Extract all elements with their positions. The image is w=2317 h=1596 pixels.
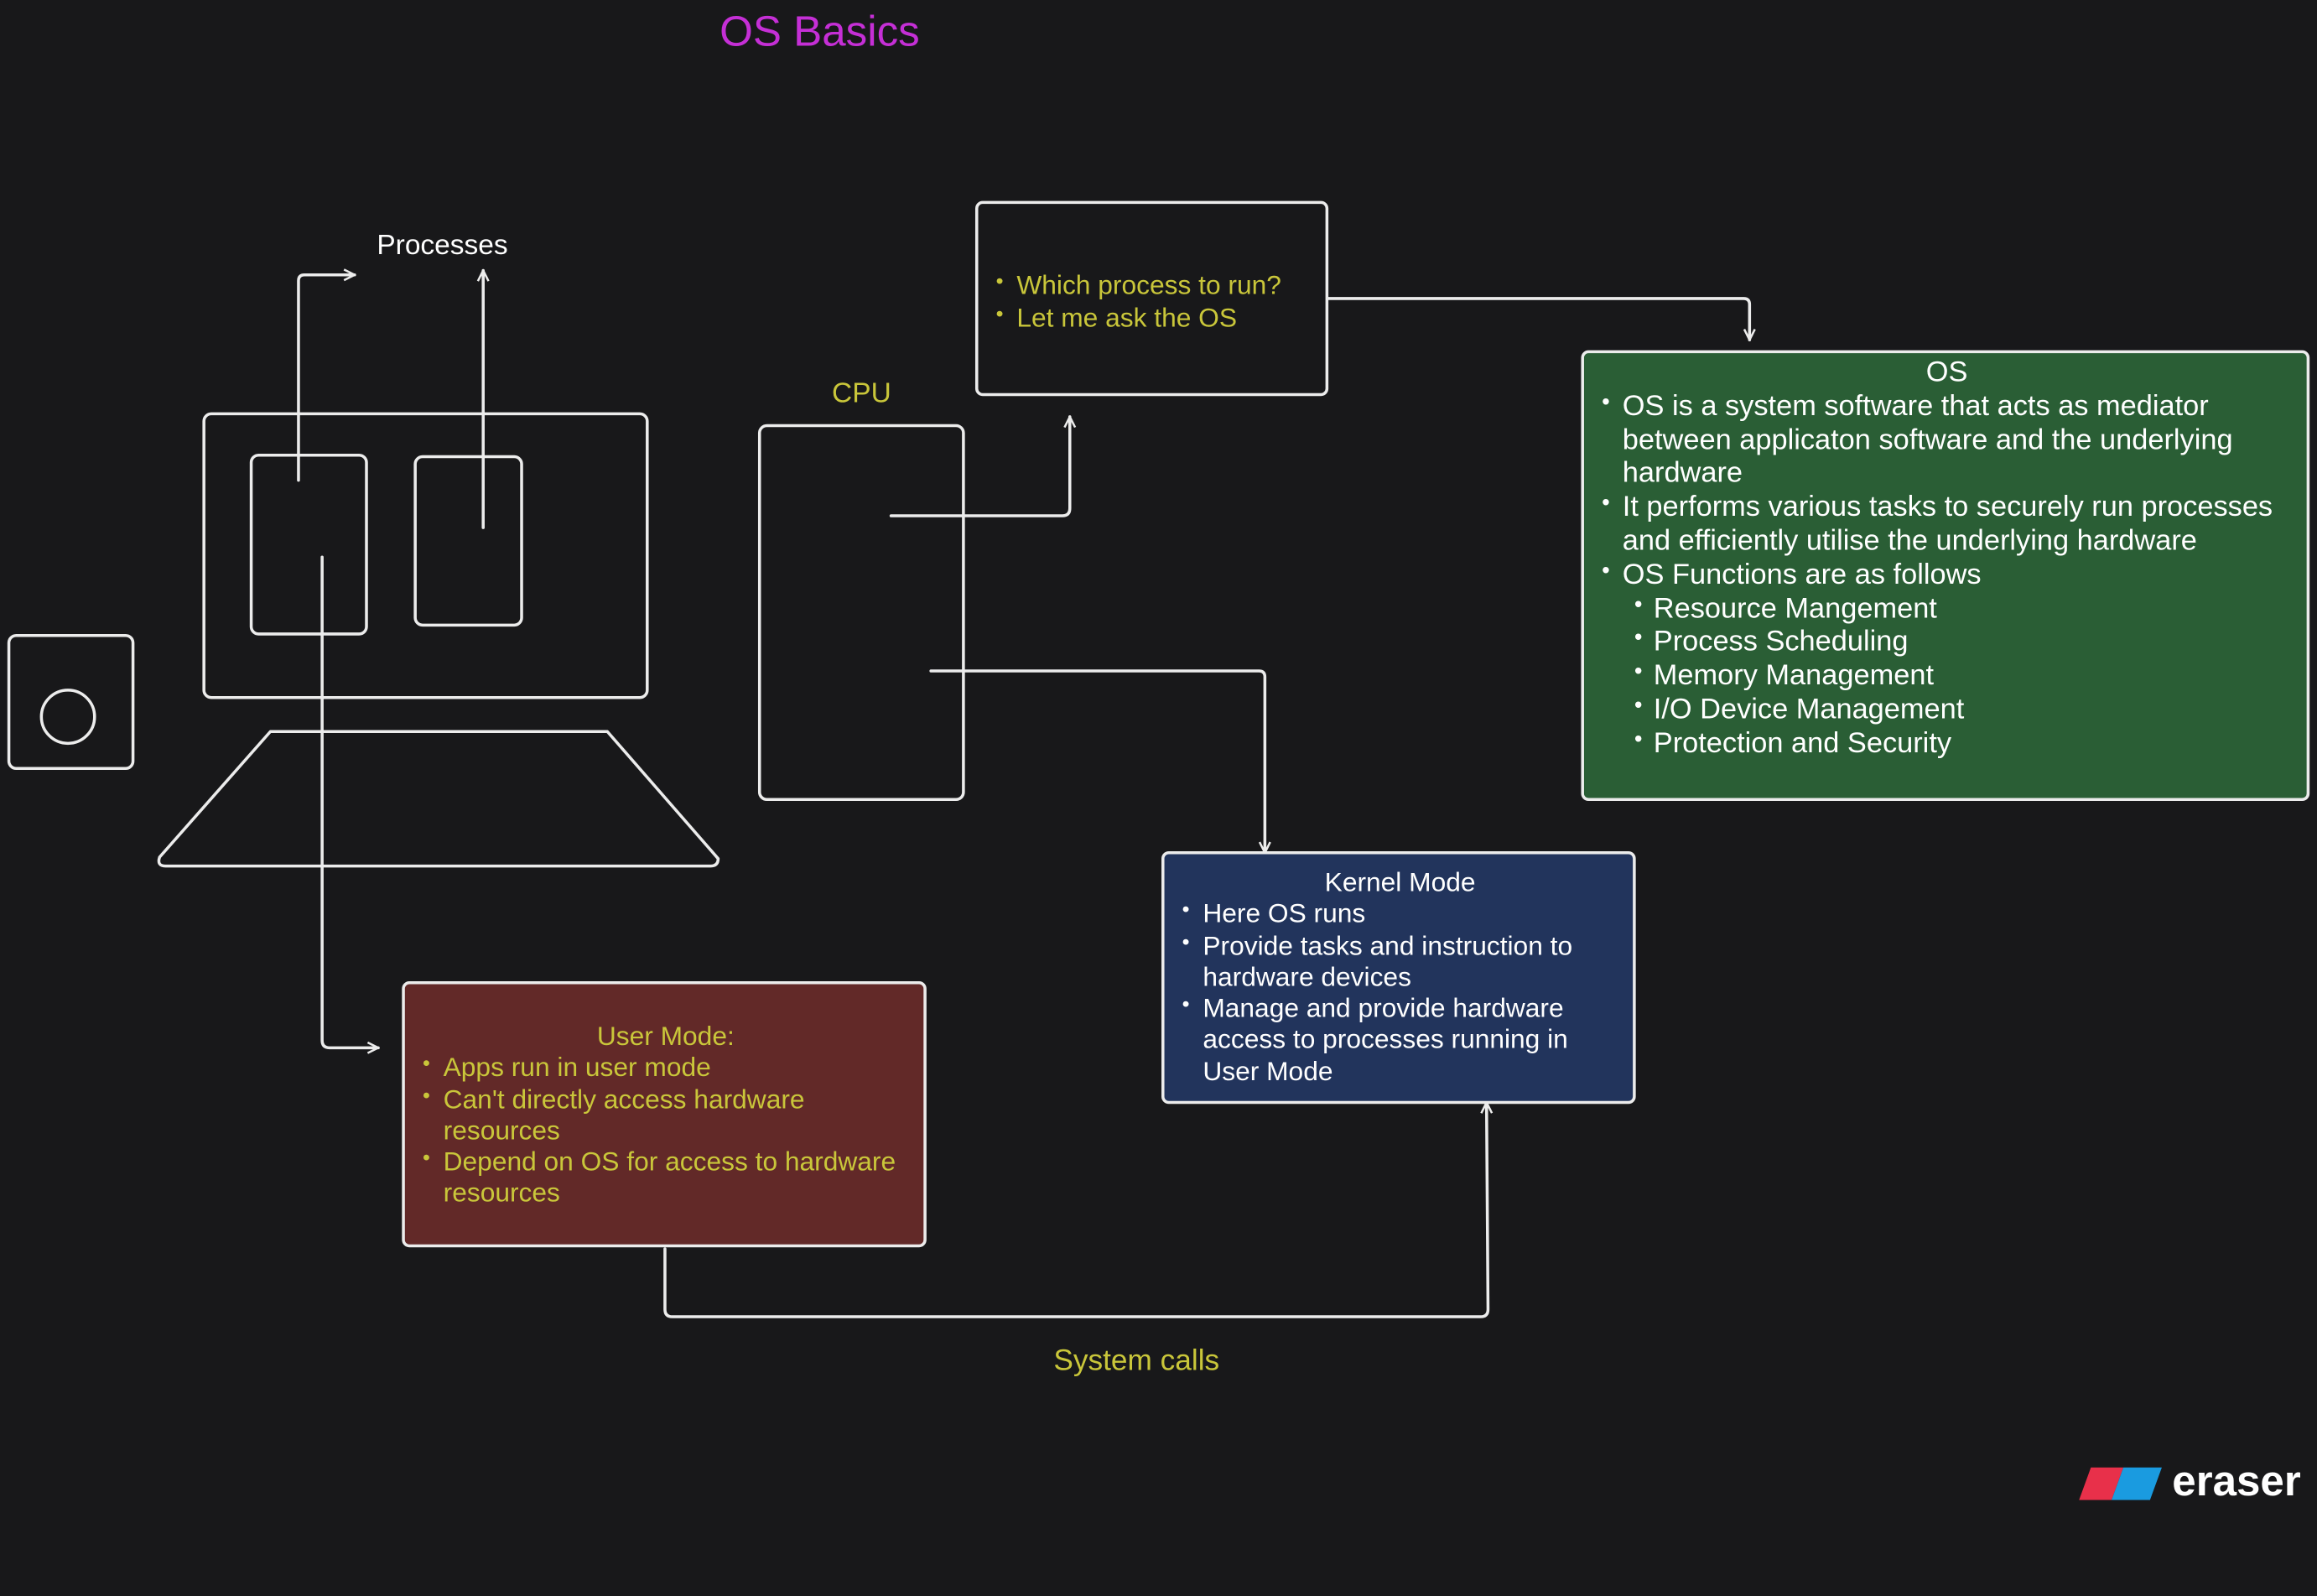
connector-cpu-kernel: [929, 669, 1265, 855]
question-box: Which process to run? Let me ask the OS: [974, 200, 1329, 397]
eraser-logo-text: eraser: [2172, 1458, 2301, 1506]
user-mode-heading: User Mode:: [596, 1021, 735, 1051]
kernel-item: Provide tasks and instruction to hardwar…: [1182, 928, 1618, 993]
connector-question-os: [1327, 297, 1749, 342]
os-function-item: Process Scheduling: [1634, 623, 2292, 659]
cpu-label: CPU: [832, 378, 891, 410]
webcam-shape: [7, 633, 135, 771]
system-calls-label: System calls: [1053, 1344, 1220, 1378]
process-window-2: [413, 455, 523, 627]
user-item: Apps run in user mode: [423, 1050, 909, 1084]
os-box: OS OS is a system software that acts as …: [1581, 350, 2310, 802]
kernel-mode-heading: Kernel Mode: [1324, 867, 1476, 897]
kernel-mode-box: Kernel Mode Here OS runs Provide tasks a…: [1161, 850, 1636, 1105]
laptop-keyboard-shape: [157, 730, 720, 868]
os-item: OS Functions are as follows: [1602, 555, 2292, 592]
laptop-screen-shape: [202, 412, 649, 699]
processes-label: Processes: [377, 230, 508, 262]
connector-window1-processes: [297, 275, 356, 482]
connector-cpu-question: [889, 415, 1070, 517]
webcam-lens-shape: [39, 689, 96, 746]
diagram-title: OS Basics: [720, 8, 920, 56]
os-item: OS is a system software that acts as med…: [1602, 387, 2292, 491]
os-item: It performs various tasks to securely ru…: [1602, 488, 2292, 558]
process-window-1: [249, 453, 368, 636]
user-mode-box: User Mode: Apps run in user mode Can't d…: [402, 981, 927, 1248]
cpu-shape: [757, 424, 965, 802]
eraser-logo: eraser: [2078, 1458, 2301, 1507]
question-item: Which process to run?: [996, 266, 1311, 302]
kernel-item: Manage and provide hardware access to pr…: [1182, 990, 1618, 1088]
kernel-item: Here OS runs: [1182, 896, 1618, 931]
question-item: Let me ask the OS: [996, 299, 1311, 334]
user-item: Can't directly access hardware resources: [423, 1081, 909, 1147]
os-function-item: Memory Management: [1634, 657, 2292, 693]
connector-system-calls: [663, 1100, 1488, 1318]
eraser-logo-icon: [2079, 1466, 2162, 1500]
os-box-heading: OS: [1925, 356, 1968, 389]
connector-laptop-usermode: [320, 555, 380, 1048]
os-function-item: Resource Mangement: [1634, 589, 2292, 626]
os-function-item: Protection and Security: [1634, 724, 2292, 761]
user-item: Depend on OS for access to hardware reso…: [423, 1144, 909, 1210]
os-function-item: I/O Device Management: [1634, 690, 2292, 726]
